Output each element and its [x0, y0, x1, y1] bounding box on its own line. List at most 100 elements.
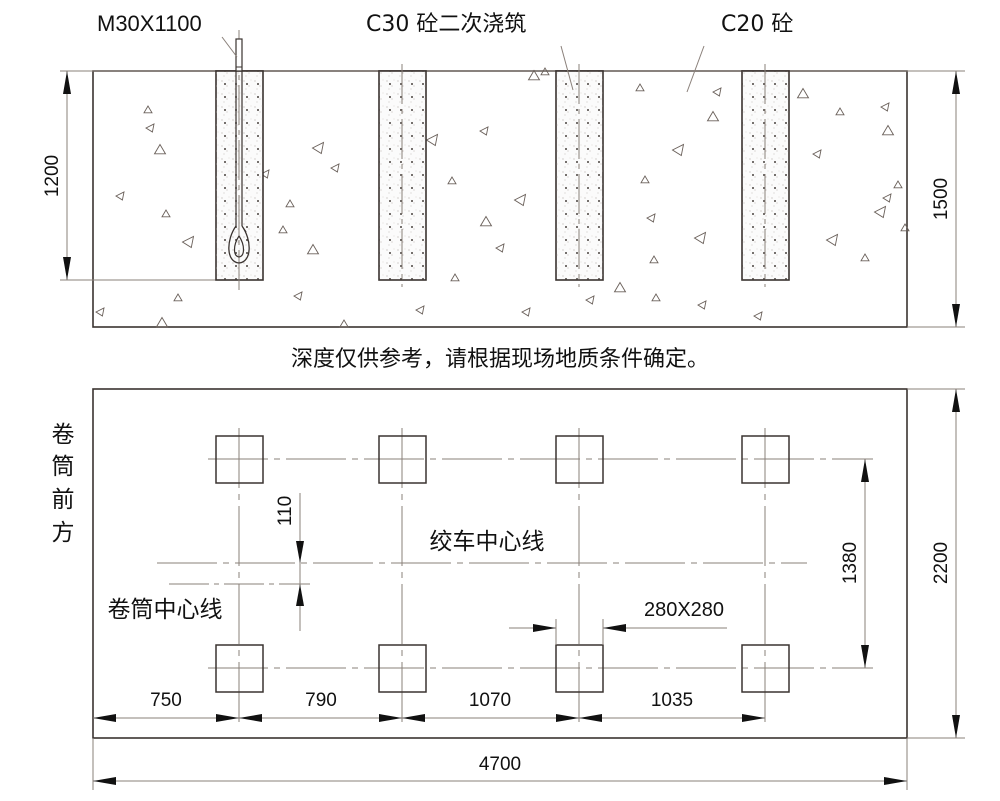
- arrow-left-icon: [579, 714, 602, 722]
- pocket-bottom-2: [378, 644, 427, 693]
- aggregate-symbols: [95, 67, 910, 328]
- aggregate-triangle: [306, 243, 320, 255]
- aggregate-triangle: [293, 291, 303, 301]
- aggregate-triangle: [143, 105, 153, 114]
- grout-pit-3: [555, 64, 604, 287]
- pocket-bottom-4: [741, 644, 790, 693]
- aggregate-triangle: [521, 307, 531, 317]
- arrow-up-icon: [952, 389, 960, 412]
- row-spacing-dimension: 1380: [840, 459, 869, 668]
- arrow-right-icon: [533, 624, 556, 632]
- grout-pit-4: [741, 64, 790, 287]
- total-width-dimension: 2200: [907, 388, 965, 739]
- bolt-label: M30X1100: [97, 11, 202, 36]
- anchor-bolt: [228, 30, 250, 290]
- c20-leader-line: [686, 45, 705, 93]
- pocket-bottom-1: [215, 644, 264, 693]
- aggregate-triangle: [712, 87, 722, 97]
- aggregate-triangle: [339, 319, 349, 328]
- aggregate-triangle: [260, 169, 270, 179]
- aggregate-triangle: [161, 209, 171, 218]
- pocket-size-value: 280X280: [644, 599, 724, 621]
- aggregate-triangle: [95, 307, 105, 317]
- arrow-up-icon: [861, 459, 869, 482]
- total-length-dimension: 4700: [92, 738, 908, 790]
- svg-text:卷: 卷: [52, 422, 75, 448]
- arrow-right-icon: [379, 714, 402, 722]
- aggregate-triangle: [651, 293, 661, 302]
- aggregate-triangle: [450, 273, 460, 282]
- arrow-down-icon: [952, 715, 960, 738]
- spacing-value-1: 750: [150, 690, 182, 711]
- arrow-up-icon: [63, 71, 71, 94]
- aggregate-triangle: [881, 124, 895, 136]
- aggregate-triangle: [181, 235, 195, 249]
- aggregate-triangle: [880, 102, 890, 112]
- aggregate-triangle: [882, 193, 892, 203]
- aggregate-triangle: [585, 295, 595, 305]
- aggregate-triangle: [860, 253, 870, 262]
- row-spacing-value: 1380: [840, 542, 861, 584]
- pocket-top-3: [555, 435, 604, 484]
- foundation-outline-plan: [92, 388, 908, 739]
- arrow-up-icon: [296, 584, 304, 606]
- offset-value: 110: [275, 496, 296, 526]
- section-view: M30X1100 C30 砼二次浇筑 C20 砼 1200 1500: [42, 11, 965, 328]
- aggregate-triangle: [513, 193, 527, 207]
- pit-depth-dimension: 1200: [42, 71, 71, 280]
- aggregate-triangle: [285, 199, 295, 208]
- arrow-right-icon: [556, 714, 579, 722]
- grout-pit-2: [378, 64, 427, 287]
- arrow-left-icon: [93, 777, 116, 785]
- secondary-pour-label: C30 砼二次浇筑: [366, 12, 526, 37]
- aggregate-triangle: [613, 281, 627, 293]
- spacing-value-2: 790: [305, 690, 337, 711]
- aggregate-triangle: [753, 311, 763, 321]
- aggregate-triangle: [706, 110, 720, 122]
- arrow-left-icon: [239, 714, 262, 722]
- aggregate-triangle: [330, 163, 340, 173]
- arrow-right-icon: [884, 777, 907, 785]
- aggregate-triangle: [278, 225, 288, 234]
- winch-centerline-label: 绞车中心线: [430, 529, 545, 555]
- plan-view: 卷 筒 前 方 绞车中心线 卷筒中心线: [52, 388, 965, 790]
- aggregate-triangle: [425, 133, 439, 147]
- aggregate-triangle: [671, 143, 685, 157]
- aggregate-triangle: [115, 191, 125, 201]
- pocket-top-2: [378, 435, 427, 484]
- pocket-size-dimension: 280X280: [509, 599, 727, 645]
- aggregate-triangle: [893, 180, 903, 189]
- aggregate-triangle: [495, 243, 505, 253]
- depth-note: 深度仅供参考，请根据现场地质条件确定。: [291, 347, 709, 372]
- c30-leader-line: [560, 45, 574, 91]
- total-width-value: 2200: [931, 542, 952, 584]
- bolt-leader-line: [221, 36, 238, 58]
- arrow-right-icon: [742, 714, 765, 722]
- arrow-up-icon: [952, 71, 960, 94]
- aggregate-triangle: [153, 143, 167, 155]
- total-depth-dimension: 1500: [931, 71, 960, 327]
- arrow-left-icon: [603, 624, 626, 632]
- arrow-down-icon: [296, 541, 304, 563]
- svg-text:筒: 筒: [52, 454, 75, 480]
- aggregate-triangle: [415, 305, 425, 315]
- arrow-right-icon: [216, 714, 239, 722]
- arrow-down-icon: [861, 645, 869, 668]
- pit-depth-value: 1200: [42, 155, 63, 197]
- spacing-dimensions: 750 790 1070 1035: [93, 690, 765, 722]
- drum-centerline-label: 卷筒中心线: [108, 597, 223, 623]
- arrow-down-icon: [63, 257, 71, 280]
- aggregate-triangle: [812, 149, 822, 159]
- aggregate-triangle: [649, 255, 659, 264]
- svg-text:方: 方: [52, 520, 75, 546]
- arrow-left-icon: [402, 714, 425, 722]
- spacing-value-4: 1035: [651, 690, 693, 711]
- aggregate-triangle: [900, 223, 910, 232]
- aggregate-triangle: [835, 107, 845, 116]
- total-depth-value: 1500: [931, 178, 952, 220]
- aggregate-triangle: [873, 205, 887, 219]
- pocket-bottom-3: [555, 644, 604, 693]
- aggregate-triangle: [697, 300, 707, 310]
- svg-text:前: 前: [52, 487, 75, 513]
